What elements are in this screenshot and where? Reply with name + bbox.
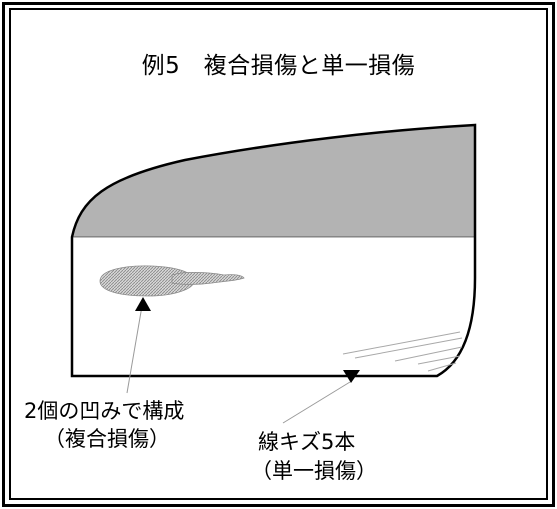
dent-pointer-arrowhead — [135, 297, 151, 311]
dent-pointer-line — [126, 305, 143, 394]
dent-small — [171, 271, 245, 285]
scratch-annotation-line1: 線キズ5本 — [258, 430, 356, 454]
panel-outline — [70, 123, 477, 378]
scratch-annotation-line2: （単一損傷） — [251, 459, 377, 483]
dent-annotation-line1: 2個の凹みで構成 — [24, 399, 185, 423]
inner-frame — [9, 8, 548, 500]
upper-panel-region — [72, 125, 475, 237]
scratch-line-1 — [342, 331, 461, 355]
diagram-title: 例5 複合損傷と単一損傷 — [141, 53, 416, 79]
dent-annotation-line2: （複合損傷） — [44, 427, 170, 451]
scratch-pointer-arrowhead — [343, 370, 360, 383]
scratch-pointer-line — [282, 381, 351, 424]
scratch-line-3 — [394, 346, 463, 362]
scratch-line-2 — [354, 337, 463, 359]
scratch-line-5 — [427, 362, 457, 372]
scratch-line-4 — [417, 355, 461, 365]
scratch-lines — [342, 331, 463, 372]
